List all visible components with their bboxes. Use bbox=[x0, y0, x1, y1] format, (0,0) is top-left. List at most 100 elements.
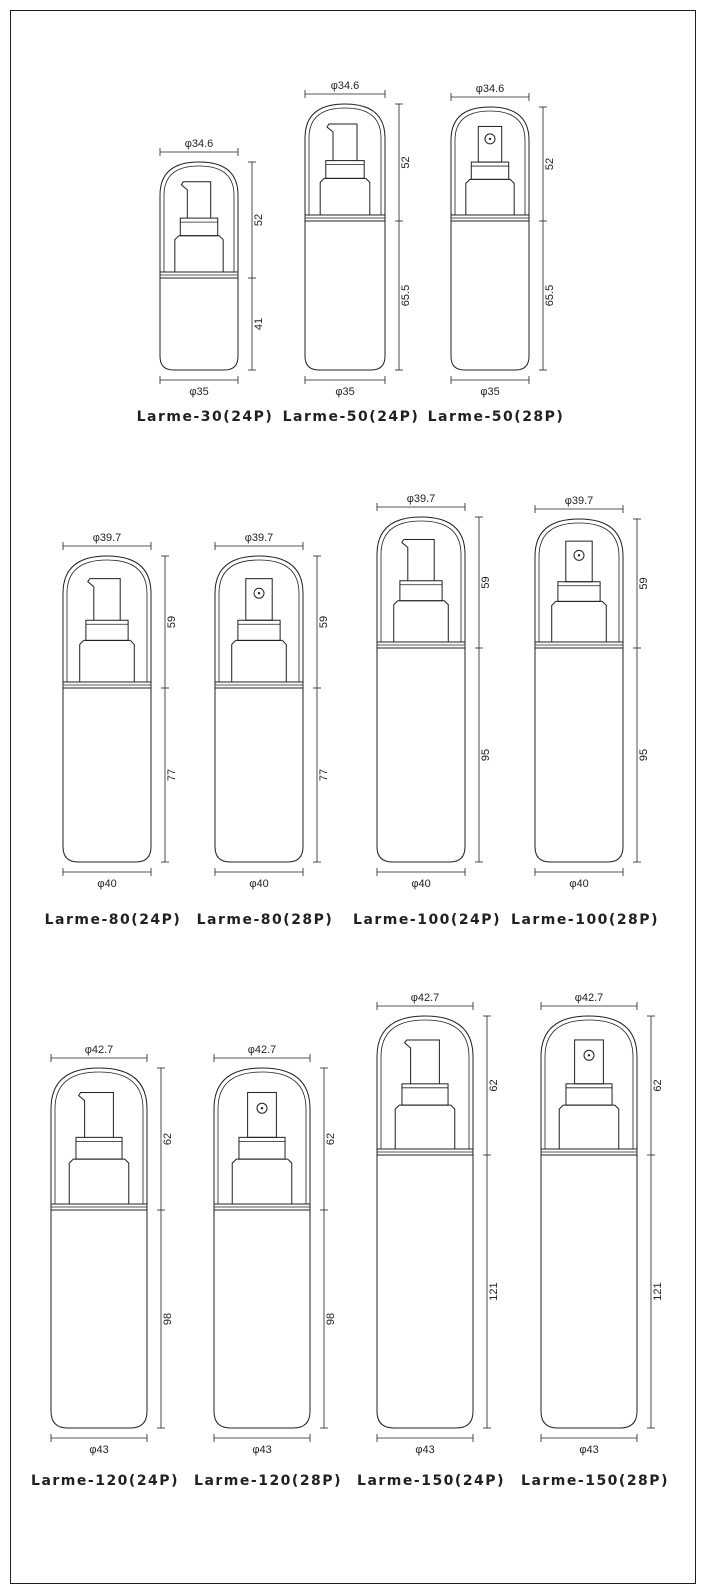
cap-height: 59 bbox=[318, 616, 330, 628]
overcap bbox=[376, 1015, 474, 1149]
bottle-body bbox=[304, 221, 386, 371]
pump-head-front bbox=[574, 1039, 604, 1085]
bottle-1 bbox=[304, 90, 403, 384]
overcap bbox=[50, 1067, 148, 1204]
pump-head-side bbox=[77, 1091, 114, 1138]
bottle-9 bbox=[213, 1054, 328, 1442]
bottle-body bbox=[213, 1210, 311, 1429]
overcap-inner bbox=[217, 1071, 307, 1204]
nozzle-dot bbox=[260, 1106, 264, 1110]
overcap-inner bbox=[454, 110, 526, 215]
nozzle-dot bbox=[488, 137, 492, 141]
cap-height: 59 bbox=[480, 576, 492, 588]
cap-diameter: φ34.6 bbox=[185, 138, 214, 150]
bottle-body bbox=[50, 1210, 148, 1429]
pump-head-side bbox=[403, 1039, 440, 1084]
bottle-2 bbox=[450, 93, 547, 384]
bottle-11 bbox=[540, 1002, 655, 1442]
overcap-inner bbox=[163, 165, 235, 272]
cap-diameter: φ34.6 bbox=[476, 83, 505, 95]
pump-neck bbox=[237, 619, 281, 641]
body-height: 98 bbox=[162, 1313, 174, 1325]
cap-height: 62 bbox=[652, 1079, 664, 1091]
model-label: Larme-150(28P) bbox=[521, 1473, 669, 1489]
model-label: Larme-120(28P) bbox=[194, 1473, 342, 1489]
pump-collar bbox=[231, 1158, 293, 1204]
pump-collar bbox=[174, 235, 224, 272]
overcap bbox=[534, 518, 624, 642]
base-diameter: φ35 bbox=[189, 386, 208, 398]
overcap-inner bbox=[380, 1019, 470, 1149]
overcap bbox=[214, 555, 304, 682]
model-label: Larme-30(24P) bbox=[137, 409, 274, 425]
nozzle-icon bbox=[253, 587, 265, 599]
bottle-4 bbox=[62, 542, 169, 876]
nozzle-dot bbox=[587, 1054, 591, 1057]
overcap bbox=[159, 161, 239, 272]
pump-neck bbox=[325, 160, 365, 179]
nozzle-icon bbox=[573, 549, 585, 561]
pump-neck bbox=[238, 1136, 286, 1160]
model-label: Larme-50(28P) bbox=[428, 409, 565, 425]
base-diameter: φ40 bbox=[249, 878, 268, 890]
overcap bbox=[213, 1067, 311, 1204]
overcap-inner bbox=[380, 520, 462, 642]
bottle-0 bbox=[159, 148, 256, 384]
cap-diameter: φ42.7 bbox=[85, 1044, 114, 1056]
bottle-6 bbox=[376, 503, 483, 876]
body-height: 41 bbox=[253, 318, 265, 330]
model-label: Larme-80(28P) bbox=[197, 912, 334, 928]
overcap bbox=[540, 1015, 638, 1149]
pump-head-side bbox=[180, 181, 212, 219]
model-label: Larme-100(28P) bbox=[511, 912, 659, 928]
pump-head-front bbox=[477, 125, 503, 163]
overcap-inner bbox=[538, 522, 620, 642]
bottle-body bbox=[62, 688, 152, 863]
cap-diameter: φ34.6 bbox=[331, 80, 360, 92]
cap-height: 59 bbox=[638, 577, 650, 589]
cap-height: 52 bbox=[400, 156, 412, 168]
model-label: Larme-100(24P) bbox=[353, 912, 501, 928]
bottle-body bbox=[376, 648, 466, 863]
overcap bbox=[450, 106, 530, 215]
pump-head-side bbox=[326, 123, 358, 161]
pump-neck bbox=[75, 1136, 123, 1160]
nozzle-icon bbox=[256, 1102, 268, 1114]
base-diameter: φ43 bbox=[579, 1444, 598, 1456]
overcap-inner bbox=[544, 1019, 634, 1149]
base-diameter: φ40 bbox=[411, 878, 430, 890]
bottle-body bbox=[534, 648, 624, 863]
body-height: 65.5 bbox=[544, 285, 556, 306]
bottle-7 bbox=[534, 505, 641, 876]
bottle-8 bbox=[50, 1054, 165, 1442]
bottle-body bbox=[540, 1155, 638, 1429]
base-diameter: φ43 bbox=[415, 1444, 434, 1456]
cap-height: 52 bbox=[544, 158, 556, 170]
pump-head-side bbox=[401, 539, 435, 581]
cap-height: 59 bbox=[166, 616, 178, 628]
body-height: 65.5 bbox=[400, 285, 412, 306]
cap-height: 52 bbox=[253, 214, 265, 226]
pump-collar bbox=[68, 1158, 130, 1204]
overcap bbox=[62, 555, 152, 682]
base-diameter: φ35 bbox=[480, 386, 499, 398]
pump-collar bbox=[231, 639, 287, 682]
cap-diameter: φ39.7 bbox=[407, 493, 436, 505]
pump-collar bbox=[393, 600, 449, 642]
bottle-10 bbox=[376, 1002, 491, 1442]
pump-collar bbox=[551, 600, 607, 642]
model-label: Larme-150(24P) bbox=[357, 1473, 505, 1489]
body-height: 77 bbox=[166, 769, 178, 781]
nozzle-dot bbox=[257, 592, 261, 595]
pump-collar bbox=[394, 1104, 456, 1149]
bottle-body bbox=[159, 278, 239, 371]
base-diameter: φ40 bbox=[97, 878, 116, 890]
nozzle-icon bbox=[484, 133, 496, 145]
pump-collar bbox=[79, 639, 135, 682]
drawing-frame bbox=[10, 10, 696, 1584]
body-height: 95 bbox=[480, 749, 492, 761]
overcap-inner bbox=[218, 559, 300, 682]
body-height: 77 bbox=[318, 769, 330, 781]
model-label: Larme-50(24P) bbox=[283, 409, 420, 425]
pump-neck bbox=[399, 580, 443, 602]
